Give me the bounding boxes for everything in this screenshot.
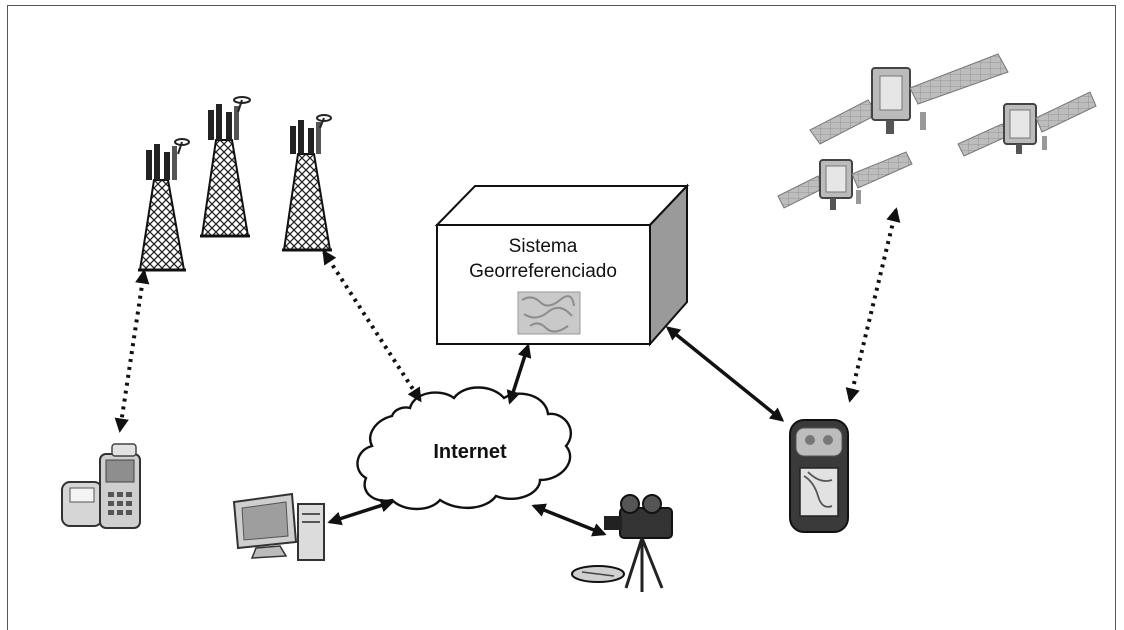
sistema-georreferenciado-box [434, 183, 690, 347]
box-title-line1: Sistema [509, 236, 578, 257]
cell-tower-icon [200, 96, 251, 238]
mobile-phone-icon [61, 443, 141, 529]
link-internet-to-computer [327, 498, 395, 526]
camera-tripod-icon [571, 494, 673, 592]
cell-tower-icon [138, 138, 190, 272]
internet-cloud [356, 386, 572, 511]
cell-tower-icon [282, 114, 332, 252]
frame-border [7, 5, 1116, 630]
desktop-computer-icon [232, 492, 325, 561]
gps-device-icon [789, 419, 849, 533]
satellite-icon [809, 53, 1009, 145]
satellite-icon [777, 151, 913, 210]
link-internet-to-system [506, 343, 532, 405]
map-thumbnail-icon [517, 291, 581, 335]
box-title-line2: Georreferenciado [469, 261, 617, 282]
link-towers-to-phones [114, 269, 150, 433]
satellite-icon [957, 91, 1097, 157]
link-internet-to-camera [531, 503, 607, 537]
link-system-to-gps [665, 326, 785, 422]
link-tower-to-internet [322, 249, 422, 403]
internet-label: Internet [433, 441, 507, 463]
link-satellites-to-gps [845, 207, 901, 403]
